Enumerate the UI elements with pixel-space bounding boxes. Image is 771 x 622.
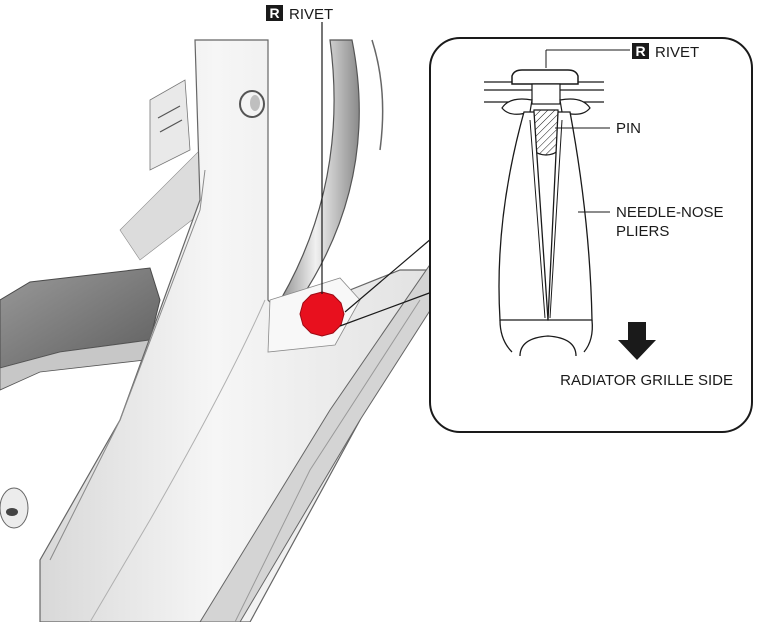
callout-frame <box>429 37 753 433</box>
r-badge-detail-text: R <box>635 43 645 59</box>
r-badge-text: R <box>269 5 279 21</box>
bumper-part-illustration <box>0 39 471 622</box>
detail-callout: R RIVET PIN NEEDLE-NOSE PLIERS RADIATOR … <box>429 37 753 433</box>
arrow-down-icon <box>618 322 656 360</box>
pliers-label-line1: NEEDLE-NOSE <box>616 204 724 221</box>
rivet-location-marker <box>299 291 345 337</box>
rivet-head <box>511 69 579 85</box>
r-badge-detail <box>632 43 649 59</box>
rivet-main-label: R RIVET <box>266 5 333 23</box>
pliers-label-line2: PLIERS <box>616 223 669 240</box>
direction-label: RADIATOR GRILLE SIDE <box>560 372 733 389</box>
callout-line-bottom <box>339 291 433 327</box>
rivet-detail-label: RIVET <box>655 44 699 61</box>
rivet-main-text: RIVET <box>289 6 333 23</box>
wheel-arch-rim <box>270 39 360 316</box>
pin-label: PIN <box>616 120 641 137</box>
needle-nose-pliers <box>498 111 593 357</box>
callout-line-top <box>344 237 433 313</box>
r-badge <box>266 5 283 21</box>
